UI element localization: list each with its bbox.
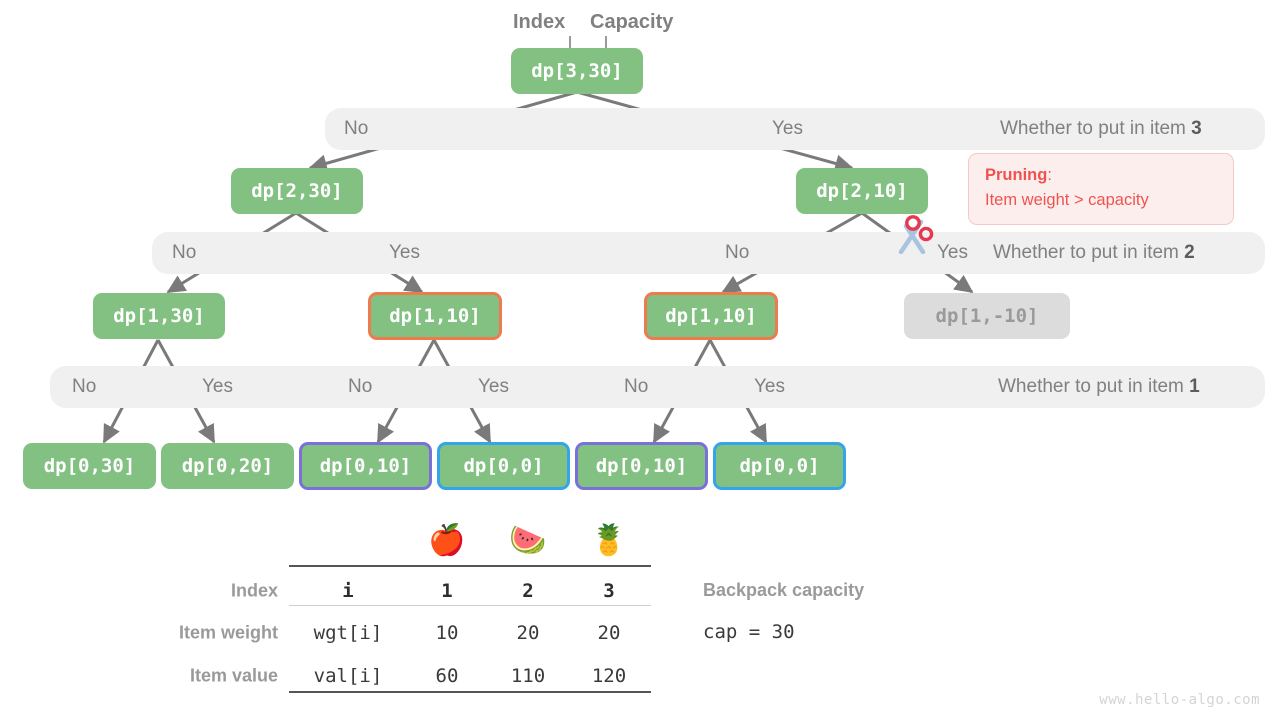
- level2-right-item: 2: [1184, 242, 1195, 263]
- pruning-callout-body: Item weight > capacity: [985, 190, 1149, 209]
- table-cell-index-1: 1: [441, 580, 453, 602]
- table-cell-weight-2: 20: [516, 622, 540, 644]
- level2-yes-label-2: Yes: [937, 242, 968, 263]
- level1-yes-label: Yes: [202, 376, 233, 397]
- level3-right-text: Whether to put in item: [1000, 118, 1192, 139]
- level2-yes-label: Yes: [389, 242, 420, 263]
- backpack-capacity-title: Backpack capacity: [703, 580, 865, 600]
- node-dp-0-0-right[interactable]: dp[0,0]: [713, 442, 846, 490]
- level1-no-label: No: [72, 376, 97, 397]
- level2-no-label: No: [172, 242, 197, 263]
- level1-right-text: Whether to put in item: [998, 376, 1190, 397]
- pruning-callout-heading: Pruning: [985, 166, 1048, 184]
- apple-icon: 🍎: [428, 524, 466, 557]
- level3-no-label: No: [344, 118, 369, 139]
- pruning-callout: Pruning: Item weight > capacity: [968, 153, 1234, 225]
- pruning-callout-heading-row: Pruning:: [985, 163, 1219, 188]
- table-rowlabel-index: Index: [230, 580, 278, 601]
- table-cell-index-2: 2: [522, 580, 534, 602]
- watermelon-icon: 🍉: [509, 524, 547, 557]
- level1-yes-label-2: Yes: [478, 376, 509, 397]
- pineapple-icon: 🍍: [590, 524, 628, 557]
- node-dp-3-30[interactable]: dp[3,30]: [511, 48, 643, 94]
- level-bar-item-1: [50, 366, 1265, 408]
- watermark: www.hello-algo.com: [1099, 692, 1260, 708]
- table-cell-weight-1: 10: [435, 622, 459, 644]
- table-rowlabel-item-value: Item value: [189, 665, 278, 686]
- level1-no-label-2: No: [348, 376, 373, 397]
- table-cell-index-code: i: [342, 580, 354, 602]
- level2-right-text: Whether to put in item: [993, 242, 1185, 263]
- level2-right-label: Whether to put in item 2: [993, 242, 1195, 264]
- table-cell-index-3: 3: [603, 580, 615, 602]
- level3-right-item: 3: [1191, 118, 1202, 139]
- node-dp-0-0-left[interactable]: dp[0,0]: [437, 442, 570, 490]
- table-cell-value-code: val[i]: [313, 665, 383, 687]
- level3-yes-label: Yes: [772, 118, 803, 139]
- level2-no-label-2: No: [725, 242, 750, 263]
- node-dp-1-10-left[interactable]: dp[1,10]: [368, 292, 502, 340]
- level1-yes-label-3: Yes: [754, 376, 785, 397]
- level1-no-label-3: No: [624, 376, 649, 397]
- table-rule-top: [289, 565, 651, 567]
- node-dp-0-10-right[interactable]: dp[0,10]: [575, 442, 708, 490]
- table-rule-bottom: [289, 691, 651, 693]
- table-rule-mid: [289, 605, 651, 606]
- index-annotation-label: Index: [513, 11, 566, 33]
- level1-right-item: 1: [1189, 376, 1200, 397]
- backpack-capacity-code: cap = 30: [703, 621, 795, 643]
- node-dp-0-30[interactable]: dp[0,30]: [23, 443, 156, 489]
- table-cell-weight-code: wgt[i]: [313, 622, 383, 644]
- node-dp-2-30[interactable]: dp[2,30]: [231, 168, 363, 214]
- node-dp-2-10[interactable]: dp[2,10]: [796, 168, 928, 214]
- table-cell-value-3: 120: [591, 665, 627, 687]
- node-dp-1-10-right[interactable]: dp[1,10]: [644, 292, 778, 340]
- node-dp-0-10-left[interactable]: dp[0,10]: [299, 442, 432, 490]
- node-dp-1-neg10-pruned[interactable]: dp[1,-10]: [904, 293, 1070, 339]
- level1-right-label: Whether to put in item 1: [998, 376, 1200, 398]
- level-bar-item-2: [152, 232, 1265, 274]
- level-bar-item-3: [325, 108, 1265, 150]
- node-dp-0-20[interactable]: dp[0,20]: [161, 443, 294, 489]
- pruning-callout-heading-suffix: :: [1047, 166, 1052, 184]
- node-dp-1-30[interactable]: dp[1,30]: [93, 293, 225, 339]
- table-cell-weight-3: 20: [597, 622, 621, 644]
- level3-right-label: Whether to put in item 3: [1000, 118, 1202, 140]
- table-cell-value-2: 110: [510, 665, 546, 687]
- table-rowlabel-item-weight: Item weight: [178, 622, 278, 643]
- table-cell-value-1: 60: [435, 665, 459, 687]
- capacity-annotation-label: Capacity: [590, 11, 674, 33]
